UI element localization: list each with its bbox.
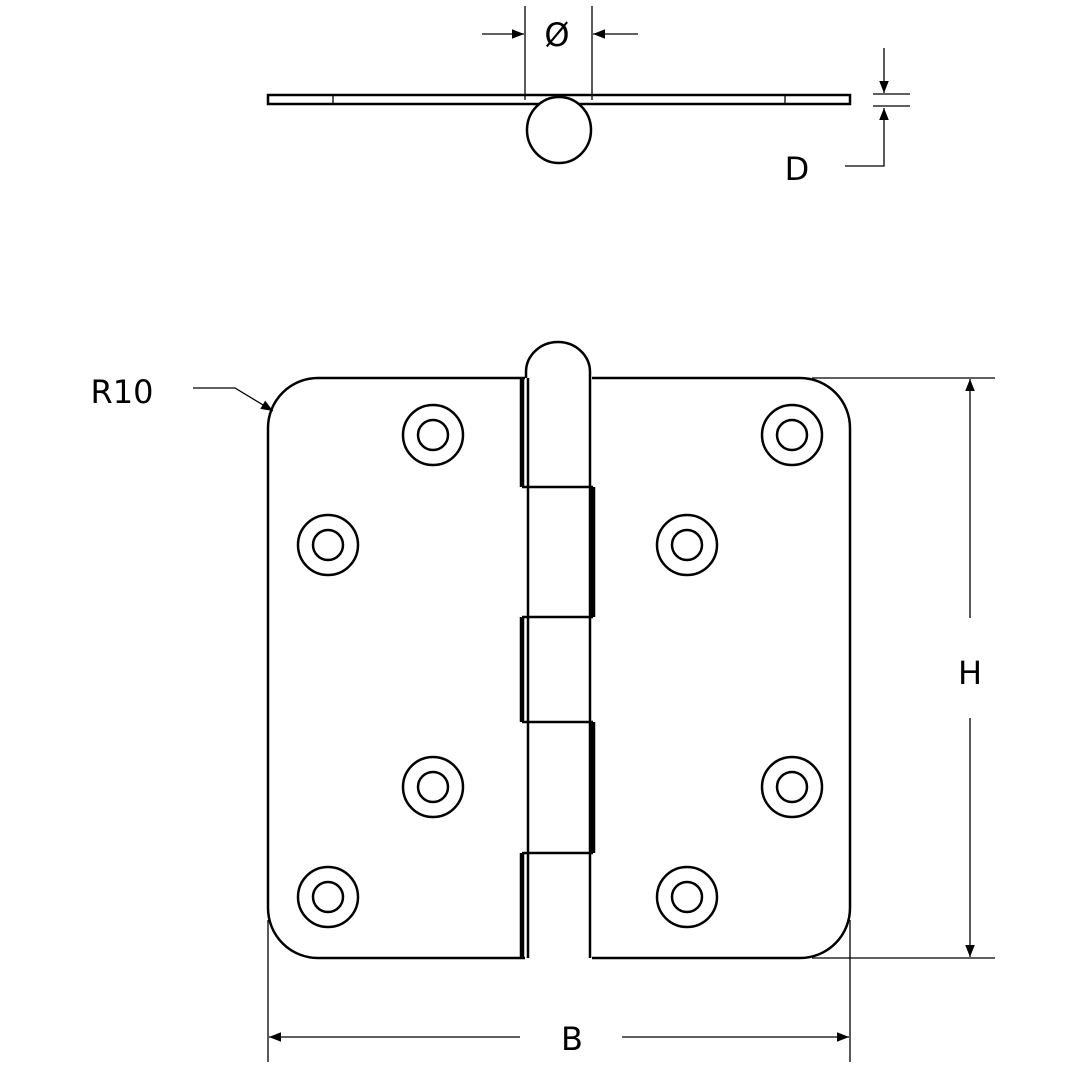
radius-label: R10 [91, 373, 154, 411]
screw-hole [655, 865, 719, 929]
height-label: H [958, 654, 982, 692]
hinge-pin-cap [524, 340, 592, 378]
pin-cross-section [525, 95, 593, 165]
width-label: B [561, 1020, 583, 1058]
radius-leader [193, 387, 274, 412]
screw-hole [655, 513, 719, 577]
hinge-knuckles [519, 378, 596, 958]
front-view: R10 H B [91, 340, 995, 1062]
thickness-label: D [785, 150, 810, 188]
thickness-leader [845, 108, 889, 167]
hinge-leaf-left [266, 376, 525, 960]
screw-hole [760, 755, 824, 819]
screw-holes [296, 403, 824, 929]
screw-hole [296, 865, 360, 929]
screw-hole [401, 755, 465, 819]
screw-hole [296, 513, 360, 577]
hinge-leaf-right [592, 376, 852, 960]
screw-hole [401, 403, 465, 467]
screw-hole [760, 403, 824, 467]
top-view: Ø D [266, 6, 910, 188]
diameter-label: Ø [544, 16, 569, 54]
